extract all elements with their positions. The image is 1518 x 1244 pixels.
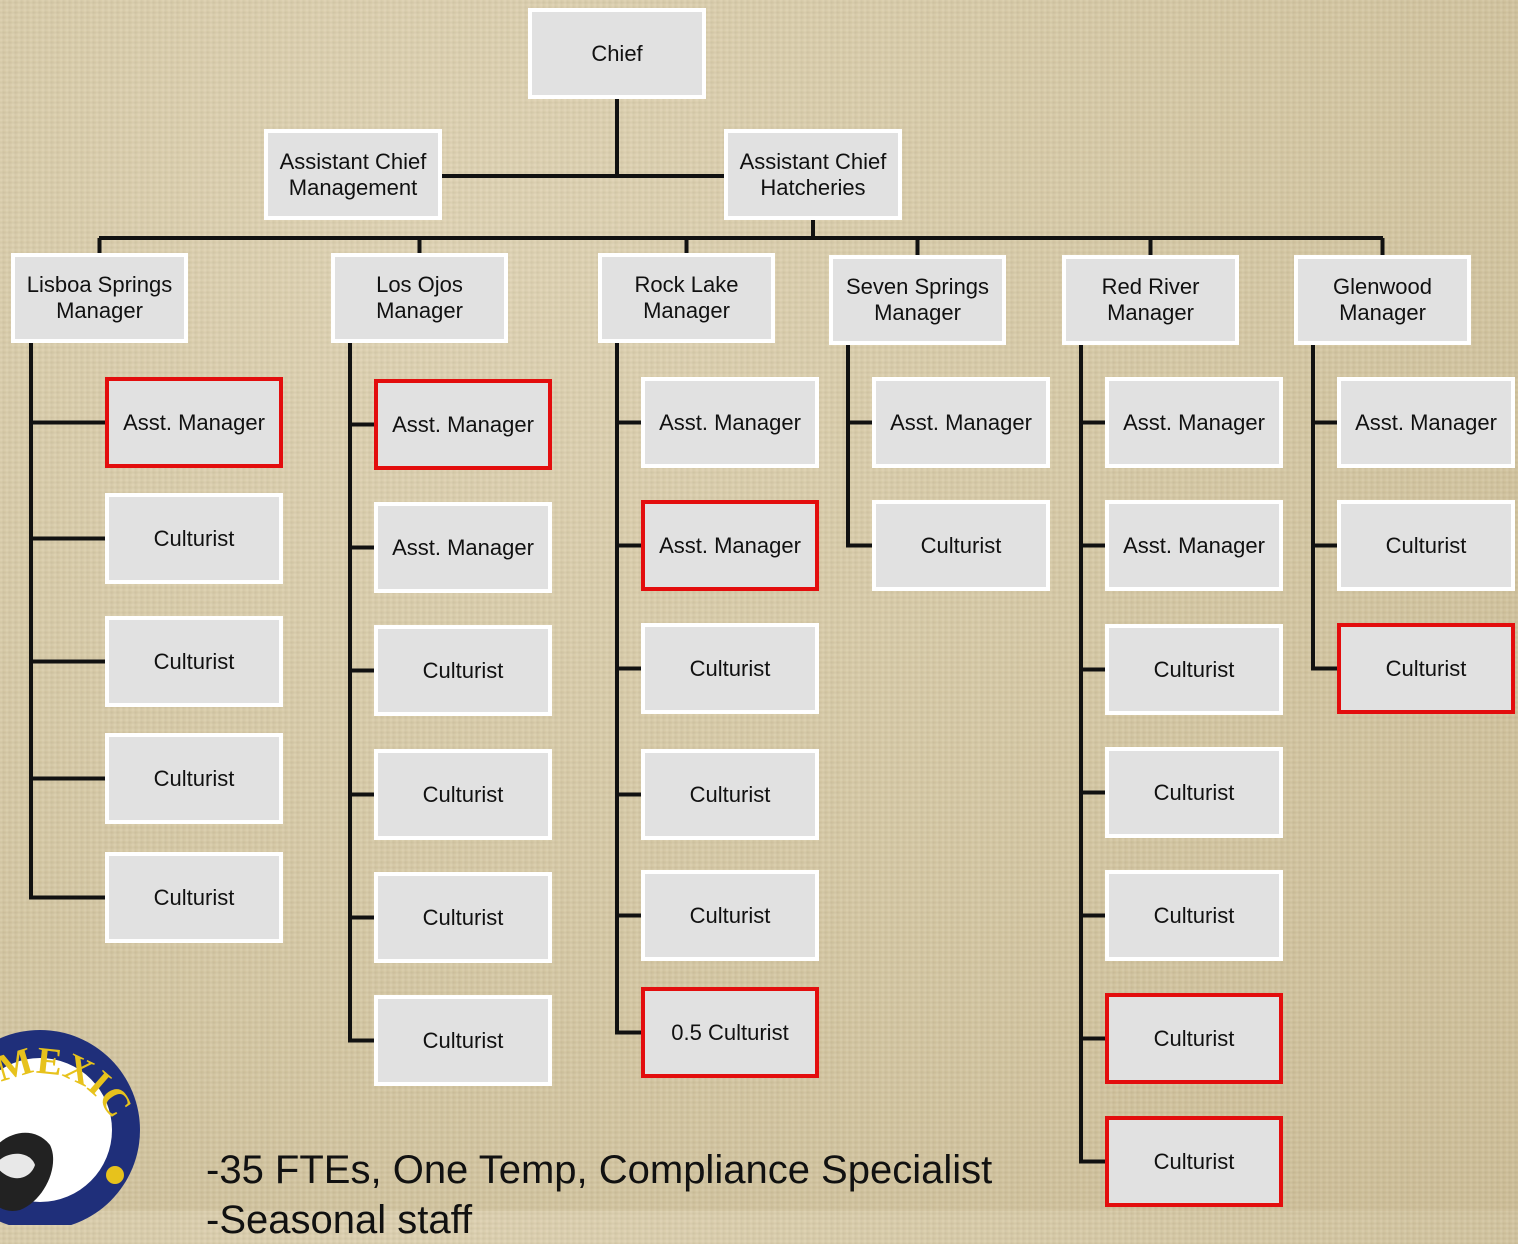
staff-box: Culturist bbox=[641, 870, 819, 961]
manager-role: Manager bbox=[1107, 300, 1194, 325]
hatchery-name: Los Ojos bbox=[376, 272, 463, 297]
staff-box: Asst. Manager bbox=[1105, 377, 1283, 468]
staff-box: Asst. Manager bbox=[1105, 500, 1283, 591]
staff-title: Culturist bbox=[689, 655, 771, 681]
staff-title: Culturist bbox=[1385, 655, 1467, 681]
hatchery-name: Rock Lake bbox=[634, 272, 739, 297]
staff-box-highlighted: Asst. Manager bbox=[105, 377, 283, 468]
manager-role: Manager bbox=[1339, 300, 1426, 325]
org-chart-connectors bbox=[29, 99, 1385, 1164]
staff-box: Culturist bbox=[374, 872, 552, 963]
staff-box: Culturist bbox=[105, 733, 283, 824]
department-seal-logo: MEXICO bbox=[0, 1025, 140, 1225]
staff-box: Culturist bbox=[1105, 624, 1283, 715]
staff-title: Asst. Manager bbox=[1123, 409, 1265, 435]
manager-role: Manager bbox=[643, 298, 730, 323]
staff-title: Asst. Manager bbox=[392, 411, 534, 437]
staff-title: Asst. Manager bbox=[659, 409, 801, 435]
manager-role: Manager bbox=[376, 298, 463, 323]
staff-box-highlighted: Culturist bbox=[1105, 993, 1283, 1084]
hatchery-name: Glenwood bbox=[1332, 274, 1433, 299]
staff-box: Culturist bbox=[105, 852, 283, 943]
staff-title: Culturist bbox=[422, 904, 504, 930]
staff-box: Culturist bbox=[1337, 500, 1515, 591]
staff-title: Culturist bbox=[153, 648, 235, 674]
staff-title: Culturist bbox=[689, 902, 771, 928]
staff-box: Asst. Manager bbox=[872, 377, 1050, 468]
assistant-chief-management-line1: Assistant Chief bbox=[279, 148, 427, 174]
staff-title: Culturist bbox=[153, 525, 235, 551]
assistant-chief-hatcheries-line2: Hatcheries bbox=[760, 174, 866, 200]
staff-title: Culturist bbox=[1153, 1148, 1235, 1174]
staff-box: Culturist bbox=[641, 623, 819, 714]
staff-box: Asst. Manager bbox=[1337, 377, 1515, 468]
staff-box: Culturist bbox=[105, 493, 283, 584]
staff-title: Asst. Manager bbox=[392, 534, 534, 560]
hatchery-name: Red River bbox=[1101, 274, 1200, 299]
staff-title: Culturist bbox=[422, 1027, 504, 1053]
staff-box: Culturist bbox=[872, 500, 1050, 591]
hatchery-name: Lisboa Springs bbox=[26, 272, 173, 297]
staff-title: Culturist bbox=[1153, 1025, 1235, 1051]
chief-label: Chief bbox=[591, 40, 643, 66]
chief-box: Chief bbox=[528, 8, 706, 99]
assistant-chief-hatcheries-line1: Assistant Chief bbox=[739, 148, 887, 174]
staff-title: Culturist bbox=[920, 532, 1002, 558]
staff-box: Culturist bbox=[374, 625, 552, 716]
staff-title: Asst. Manager bbox=[123, 409, 265, 435]
staff-box-highlighted: Asst. Manager bbox=[374, 379, 552, 470]
staff-box: Asst. Manager bbox=[374, 502, 552, 593]
staff-box: Culturist bbox=[105, 616, 283, 707]
staff-title: Culturist bbox=[422, 781, 504, 807]
staff-title: Culturist bbox=[422, 657, 504, 683]
staff-title: Culturist bbox=[153, 884, 235, 910]
staff-box-highlighted: Asst. Manager bbox=[641, 500, 819, 591]
manager-role: Manager bbox=[56, 298, 143, 323]
fte-summary-text: -35 FTEs, One Temp, Compliance Specialis… bbox=[206, 1148, 993, 1192]
staff-title: Culturist bbox=[1153, 779, 1235, 805]
staff-title: Culturist bbox=[1153, 902, 1235, 928]
staff-box: Culturist bbox=[374, 995, 552, 1086]
staff-box: Asst. Manager bbox=[641, 377, 819, 468]
staff-title: Asst. Manager bbox=[1123, 532, 1265, 558]
staff-box: Culturist bbox=[641, 749, 819, 840]
staff-box-highlighted: 0.5 Culturist bbox=[641, 987, 819, 1078]
staff-box-highlighted: Culturist bbox=[1337, 623, 1515, 714]
seasonal-staff-text: -Seasonal staff bbox=[206, 1198, 473, 1242]
hatchery-name: Seven Springs bbox=[845, 274, 990, 299]
assistant-chief-management-box: Assistant Chief Management bbox=[264, 129, 442, 220]
staff-title: Asst. Manager bbox=[1355, 409, 1497, 435]
staff-box-highlighted: Culturist bbox=[1105, 1116, 1283, 1207]
staff-title: Culturist bbox=[689, 781, 771, 807]
staff-title: 0.5 Culturist bbox=[671, 1019, 789, 1045]
staff-title: Asst. Manager bbox=[890, 409, 1032, 435]
staff-title: Culturist bbox=[1385, 532, 1467, 558]
staff-title: Asst. Manager bbox=[659, 532, 801, 558]
staff-box: Culturist bbox=[1105, 747, 1283, 838]
staff-title: Culturist bbox=[153, 765, 235, 791]
staff-box: Culturist bbox=[1105, 870, 1283, 961]
staff-title: Culturist bbox=[1153, 656, 1235, 682]
staff-box: Culturist bbox=[374, 749, 552, 840]
assistant-chief-management-line2: Management bbox=[288, 174, 418, 200]
assistant-chief-hatcheries-box: Assistant Chief Hatcheries bbox=[724, 129, 902, 220]
manager-role: Manager bbox=[874, 300, 961, 325]
